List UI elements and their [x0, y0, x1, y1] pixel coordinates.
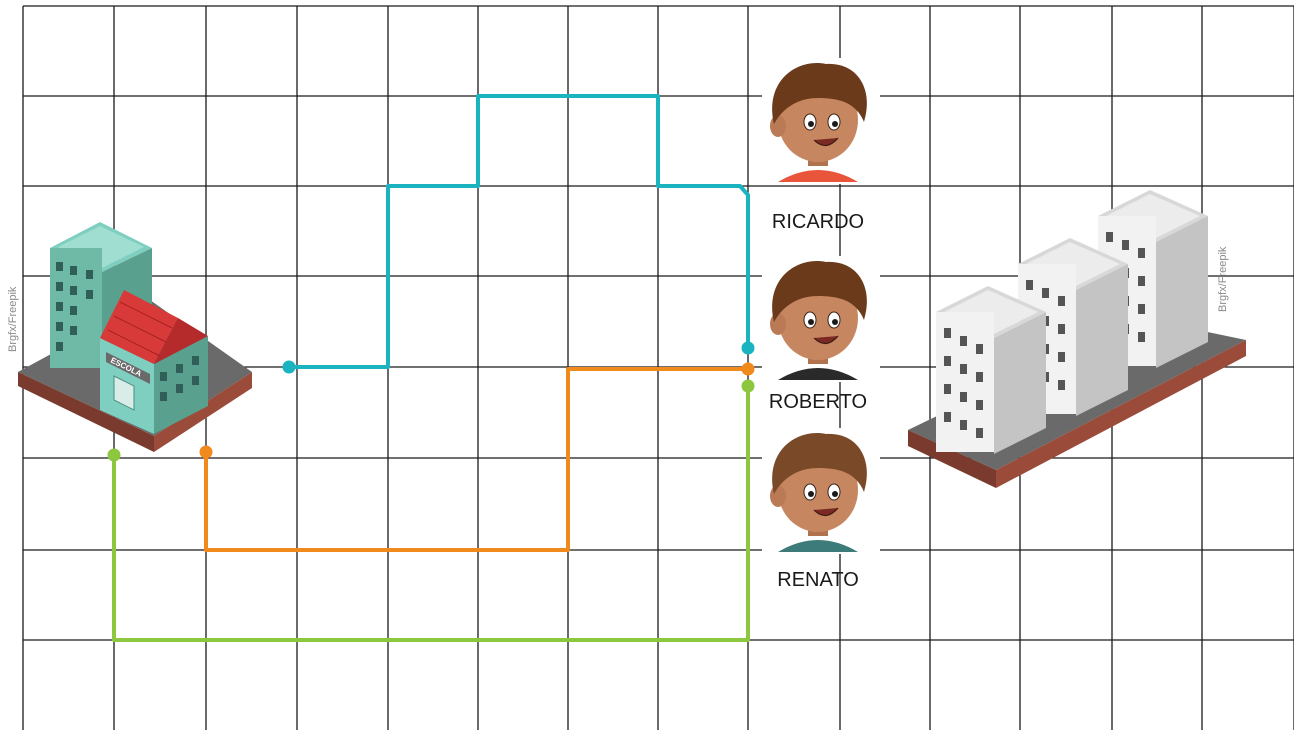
child-portrait-renato — [762, 428, 880, 554]
child-portrait-roberto — [762, 256, 880, 382]
renato-end-dot — [742, 380, 755, 393]
image-credit-left: Brgfx/Freepik — [7, 286, 19, 352]
child-name-renato: RENATO — [777, 569, 859, 591]
ricardo-start-dot — [283, 361, 296, 374]
apartment-buildings — [908, 190, 1246, 488]
renato-start-dot — [108, 449, 121, 462]
route-ricardo — [283, 96, 755, 374]
roberto-end-dot — [742, 363, 755, 376]
image-credit-right: Brgfx/Freepik — [1217, 246, 1229, 312]
child-name-ricardo: RICARDO — [772, 211, 864, 233]
ricardo-end-dot — [742, 342, 755, 355]
roberto-start-dot — [200, 446, 213, 459]
child-name-roberto: ROBERTO — [769, 391, 867, 413]
child-portrait-ricardo — [762, 58, 880, 184]
school-building: ESCOLA — [18, 222, 252, 452]
route-roberto — [200, 363, 755, 551]
